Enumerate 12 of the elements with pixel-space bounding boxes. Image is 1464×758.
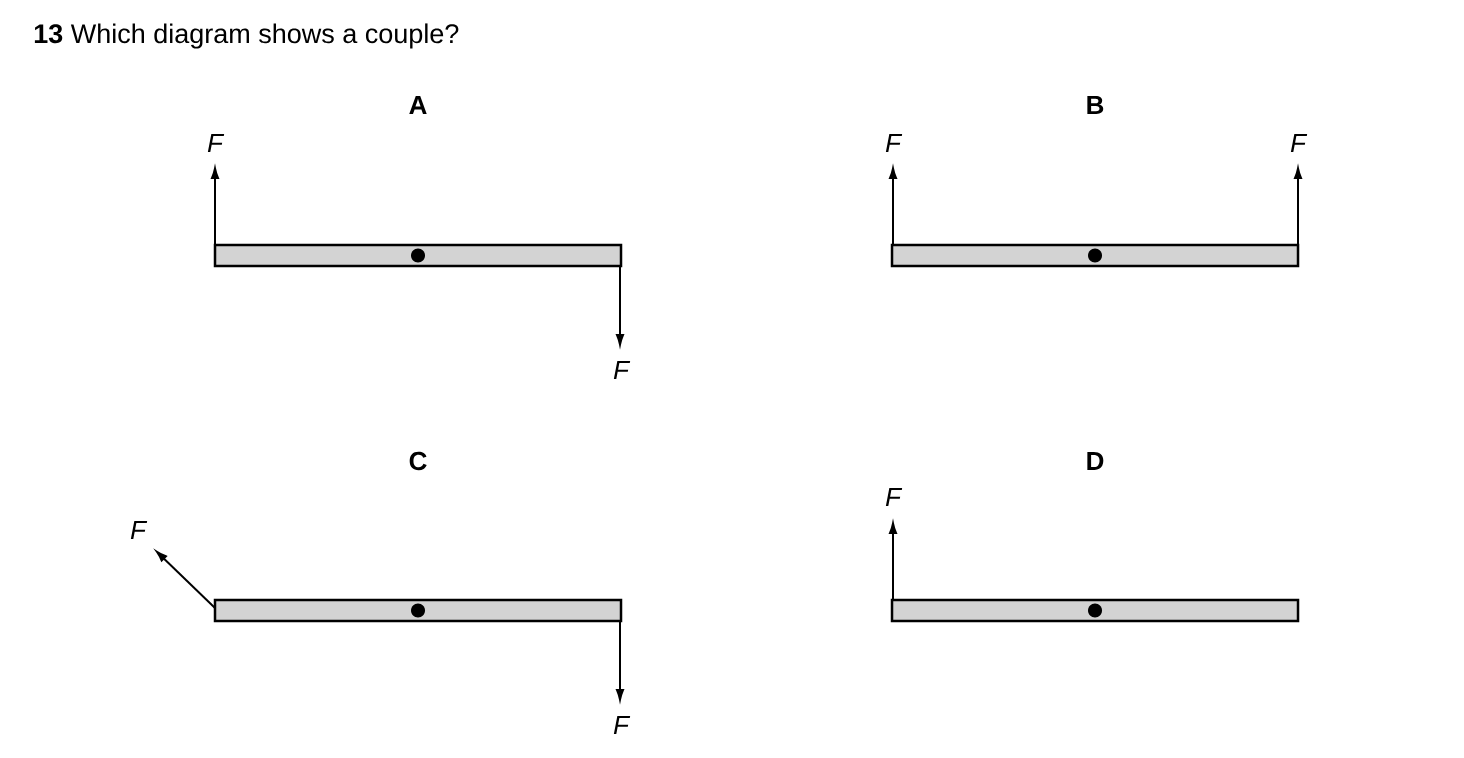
force-label: F (207, 134, 225, 152)
question-text: 13 Which diagram shows a couple? (34, 23, 459, 49)
force-label: F (885, 488, 903, 506)
option-letter: A (409, 96, 427, 114)
force-label: F (885, 134, 903, 152)
force-label: F (130, 521, 148, 539)
force-label: F (613, 361, 631, 379)
force-label: F (1290, 134, 1308, 152)
option-letter: B (1087, 96, 1104, 114)
force-label: F (613, 716, 631, 734)
option-letter: C (409, 451, 427, 471)
option-letter: D (1087, 452, 1104, 470)
